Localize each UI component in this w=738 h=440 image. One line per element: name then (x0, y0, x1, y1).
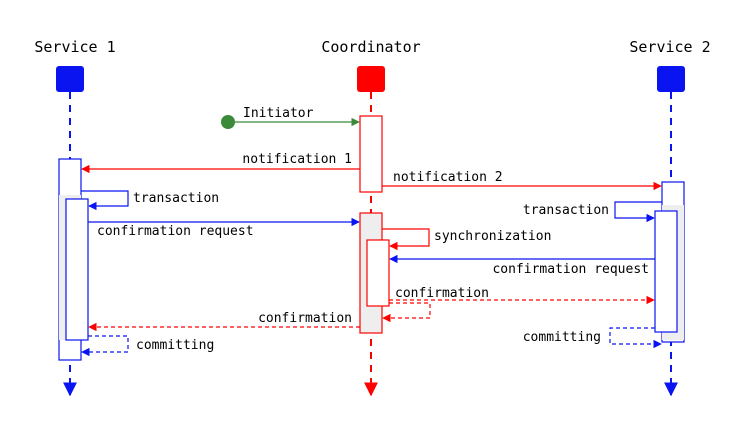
coordinator-activation-3 (366, 239, 390, 307)
synchronization-label: synchronization (434, 229, 551, 244)
committing-s1-arrow (81, 335, 129, 357)
confirmation-request-s1-label: confirmation request (97, 224, 254, 239)
transaction-s1-arrow (81, 190, 129, 211)
confirmation-s2-label: confirmation (395, 286, 489, 301)
committing-s2-label: committing (523, 330, 601, 345)
transaction-s2-label: transaction (523, 203, 609, 218)
coordinator-activation-1 (359, 115, 383, 193)
committing-s2-arrow (609, 327, 662, 349)
confirmation-s1-label: confirmation (258, 311, 352, 326)
initiator-dot (221, 115, 235, 129)
transaction-s1-label: transaction (133, 191, 219, 206)
confirmation-request-s2-label: confirmation request (492, 262, 649, 277)
initiator-label: Initiator (243, 106, 314, 121)
service1-title: Service 1 (34, 38, 115, 56)
service2-activation-inner (654, 210, 678, 333)
synchronization-arrow (382, 228, 430, 251)
coordinator-title: Coordinator (321, 38, 420, 56)
coordinator-head (357, 66, 385, 92)
confirmation-return-arrow (382, 302, 431, 323)
service1-activation-inner (65, 198, 89, 341)
notification2-label: notification 2 (393, 170, 503, 185)
notification1-label: notification 1 (242, 152, 352, 167)
committing-s1-label: committing (136, 338, 214, 353)
service2-title: Service 2 (629, 38, 710, 56)
service2-head (657, 66, 685, 92)
transaction-s2-arrow (614, 201, 662, 223)
service1-head (56, 66, 84, 92)
